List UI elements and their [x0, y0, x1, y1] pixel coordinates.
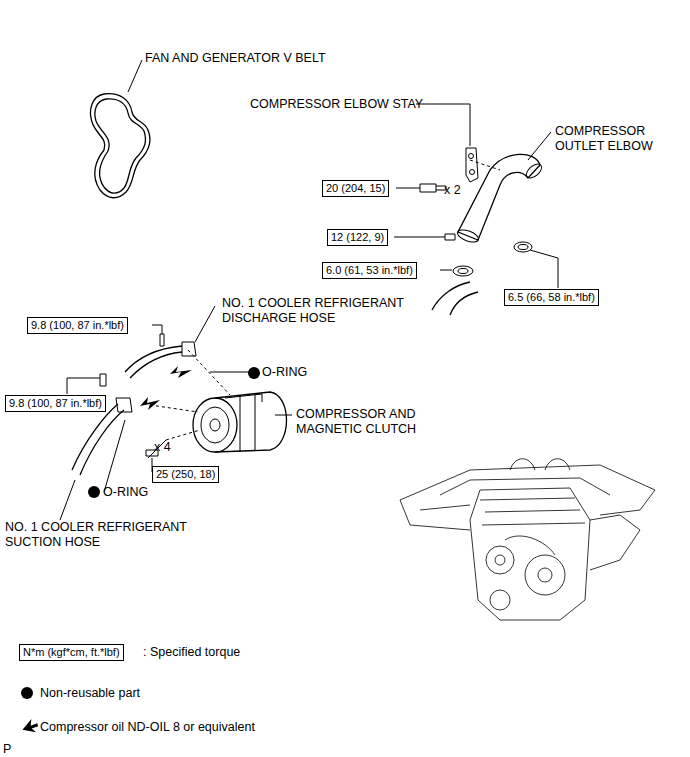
- part-label: P: [3, 742, 11, 757]
- torque-box: 6.0 (61, 53 in.*lbf): [322, 262, 417, 279]
- torque-box: 9.8 (100, 87 in.*lbf): [5, 395, 106, 412]
- part-label: x 2: [444, 183, 461, 198]
- part-label: x 4: [154, 440, 171, 455]
- torque-value: 6.0 (61, 53 in.*lbf): [326, 264, 413, 276]
- part-label: COMPRESSOR OUTLET ELBOW: [555, 124, 665, 154]
- legend-text: : Specified torque: [143, 645, 240, 660]
- part-label: FAN AND GENERATOR V BELT: [145, 51, 326, 66]
- part-label: NO. 1 COOLER REFRIGERANT DISCHARGE HOSE: [222, 296, 422, 326]
- torque-value: 6.5 (66, 58 in.*lbf): [508, 291, 595, 303]
- part-label: O-RING: [103, 485, 148, 500]
- torque-box: 25 (250, 18): [152, 466, 219, 483]
- legend-text: Non-reusable part: [40, 686, 140, 701]
- torque-value: 9.8 (100, 87 in.*lbf): [31, 319, 124, 331]
- torque-box: N*m (kgf*cm, ft.*lbf): [19, 644, 124, 661]
- torque-value: 12 (122, 9): [331, 231, 384, 243]
- torque-value: 9.8 (100, 87 in.*lbf): [9, 397, 102, 409]
- part-label: O-RING: [262, 365, 307, 380]
- torque-box: 9.8 (100, 87 in.*lbf): [27, 317, 128, 334]
- part-label: NO. 1 COOLER REFRIGERANT SUCTION HOSE: [5, 520, 205, 550]
- torque-value: N*m (kgf*cm, ft.*lbf): [23, 646, 120, 658]
- torque-value: 25 (250, 18): [156, 468, 215, 480]
- part-label: COMPRESSOR ELBOW STAY: [250, 97, 423, 112]
- torque-box: 12 (122, 9): [327, 229, 388, 246]
- torque-box: 6.5 (66, 58 in.*lbf): [504, 289, 599, 306]
- legend-text: Compressor oil ND-OIL 8 or equivalent: [40, 720, 255, 735]
- torque-box: 20 (204, 15): [322, 180, 389, 197]
- part-label: COMPRESSOR AND MAGNETIC CLUTCH: [296, 407, 436, 437]
- torque-value: 20 (204, 15): [326, 182, 385, 194]
